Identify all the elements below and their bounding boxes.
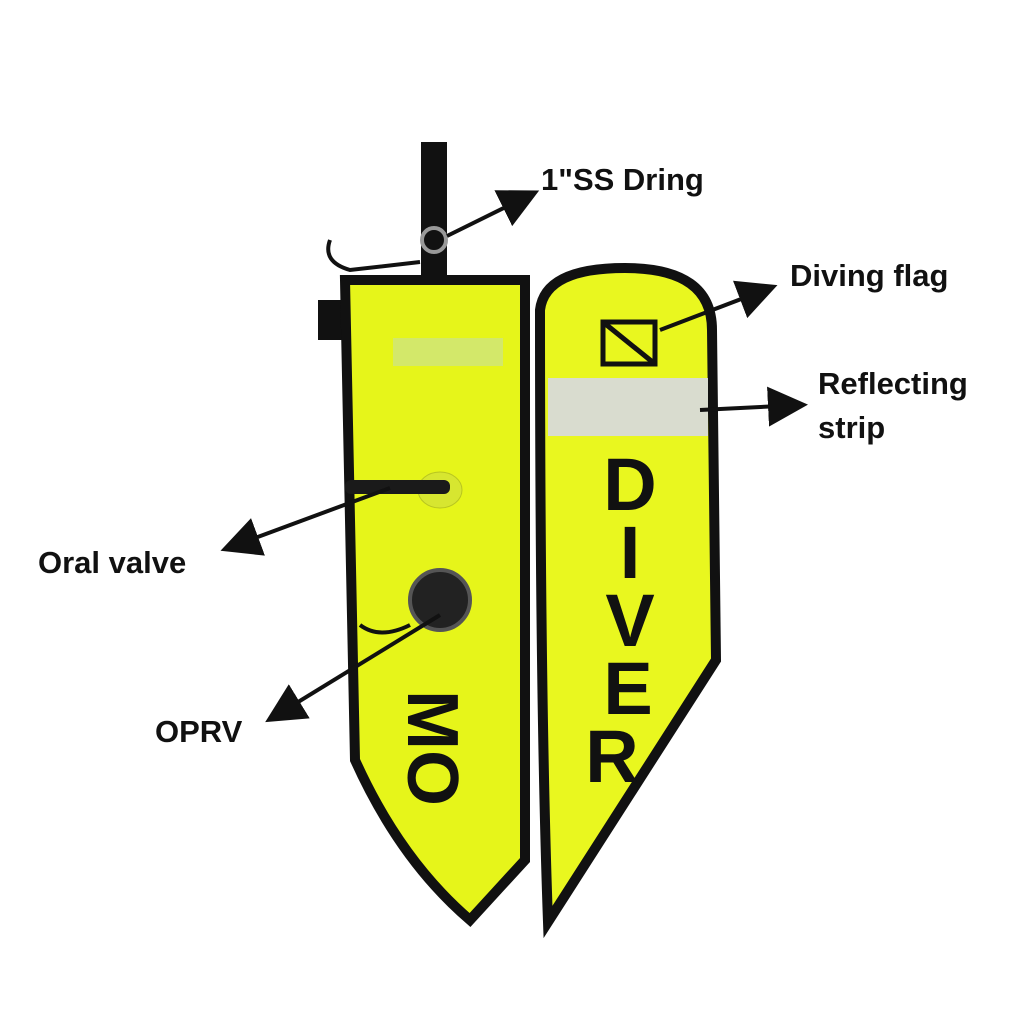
velcro-patch xyxy=(393,338,503,366)
oral-valve-label: Oral valve xyxy=(38,545,187,580)
reflecting-strip-label-line2: strip xyxy=(818,410,886,445)
letter: I xyxy=(620,511,641,594)
reflecting-strip-arrow xyxy=(699,386,808,427)
oral-valve xyxy=(345,480,450,494)
oprv-valve xyxy=(408,568,472,632)
letter: V xyxy=(605,579,654,662)
letter: R xyxy=(585,715,638,798)
diving-flag-label: Diving flag xyxy=(790,258,949,293)
oral-valve-arrow xyxy=(220,486,391,556)
diver-lettering: D I V E R xyxy=(585,443,656,798)
oprv-cord xyxy=(358,623,411,635)
dring-arrow xyxy=(446,190,540,238)
d-ring xyxy=(420,226,448,254)
reflecting-strip-label-line1: Reflecting xyxy=(818,366,968,401)
oprv-arrow xyxy=(265,613,442,723)
oprv-label: OPRV xyxy=(155,714,243,749)
diving-flag-icon xyxy=(600,319,658,367)
dring-label: 1"SS Dring xyxy=(541,162,704,197)
letter: E xyxy=(603,647,652,730)
reflecting-strip xyxy=(548,378,708,436)
letter: D xyxy=(603,443,656,526)
diving-flag-arrow xyxy=(659,280,778,332)
left-panel-lettering: MO xyxy=(392,690,472,806)
lanyard-loop xyxy=(326,239,421,273)
top-strap xyxy=(421,142,447,292)
